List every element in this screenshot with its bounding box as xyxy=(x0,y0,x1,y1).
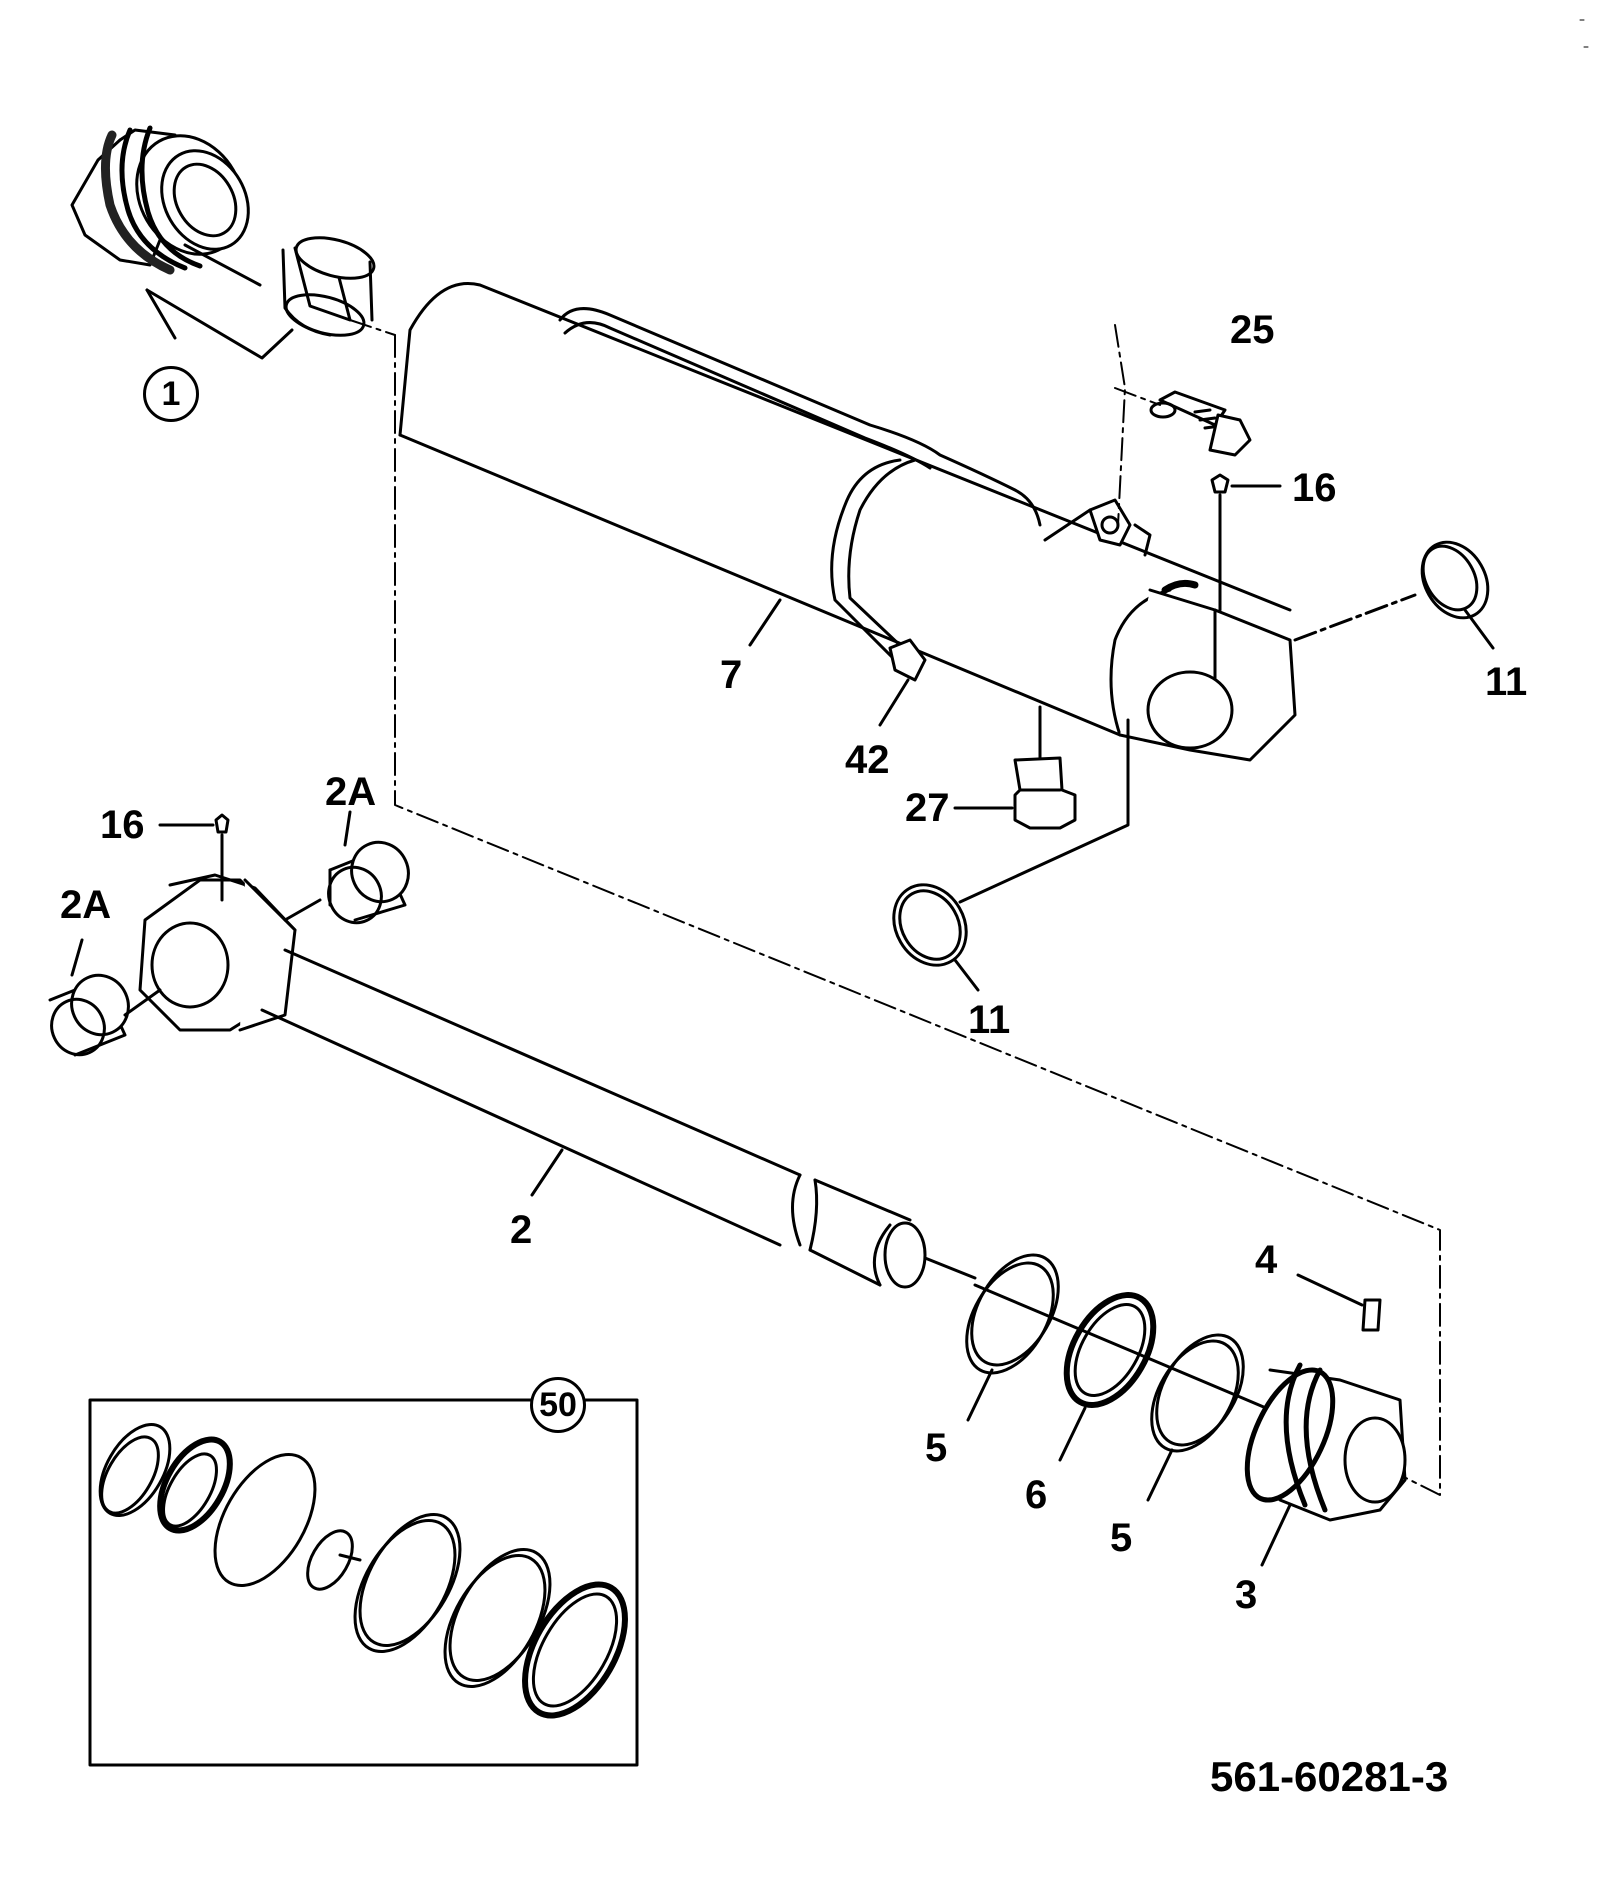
seal-ring-11-mid xyxy=(880,720,1128,990)
elbow-fitting-42-part xyxy=(880,640,925,725)
callout-5-b: 5 xyxy=(1110,1516,1133,1560)
grease-fitting-16-rod xyxy=(160,815,228,900)
seal-6 xyxy=(1049,1280,1171,1460)
seal-kit-50-box xyxy=(86,1400,646,1765)
seal-ring-11-right xyxy=(1295,530,1501,648)
fitting-25-part xyxy=(1151,392,1250,455)
plug-27-part xyxy=(955,707,1075,828)
callout-25: 25 xyxy=(1230,308,1275,352)
kit-1-callout: 1 xyxy=(143,366,199,422)
kit-50-callout: 50 xyxy=(530,1377,586,1433)
cylinder-barrel xyxy=(400,283,1290,735)
callout-11-right: 11 xyxy=(1485,660,1528,704)
pin-4 xyxy=(1298,1275,1380,1330)
callout-27: 27 xyxy=(905,786,950,830)
callout-42: 42 xyxy=(845,738,890,782)
drawing-number: 561-60281-3 xyxy=(1210,1753,1449,1800)
piston-rod-2 xyxy=(140,875,975,1287)
callout-2A-left: 2A xyxy=(60,883,112,927)
callout-11-mid: 11 xyxy=(968,998,1011,1042)
wear-ring-5-b xyxy=(1134,1320,1261,1500)
callout-4: 4 xyxy=(1255,1238,1278,1282)
callout-6: 6 xyxy=(1025,1473,1048,1517)
bushing-part xyxy=(282,230,379,342)
callout-2A-upper: 2A xyxy=(325,770,377,814)
barrel-base-end xyxy=(1045,500,1295,760)
gland-head-part xyxy=(72,116,266,285)
callout-16-left: 16 xyxy=(100,803,145,847)
callout-5-a: 5 xyxy=(925,1426,948,1470)
callout-3: 3 xyxy=(1235,1573,1258,1617)
callout-2: 2 xyxy=(510,1208,533,1252)
callout-16-top: 16 xyxy=(1292,466,1337,510)
bushing-2A-upper xyxy=(285,812,418,931)
bushing-2A-left xyxy=(43,940,160,1063)
callout-7: 7 xyxy=(720,653,743,697)
grease-fitting-16-top xyxy=(1212,475,1280,610)
wear-ring-5-a xyxy=(949,1240,1076,1420)
piston-3 xyxy=(1230,1357,1405,1565)
